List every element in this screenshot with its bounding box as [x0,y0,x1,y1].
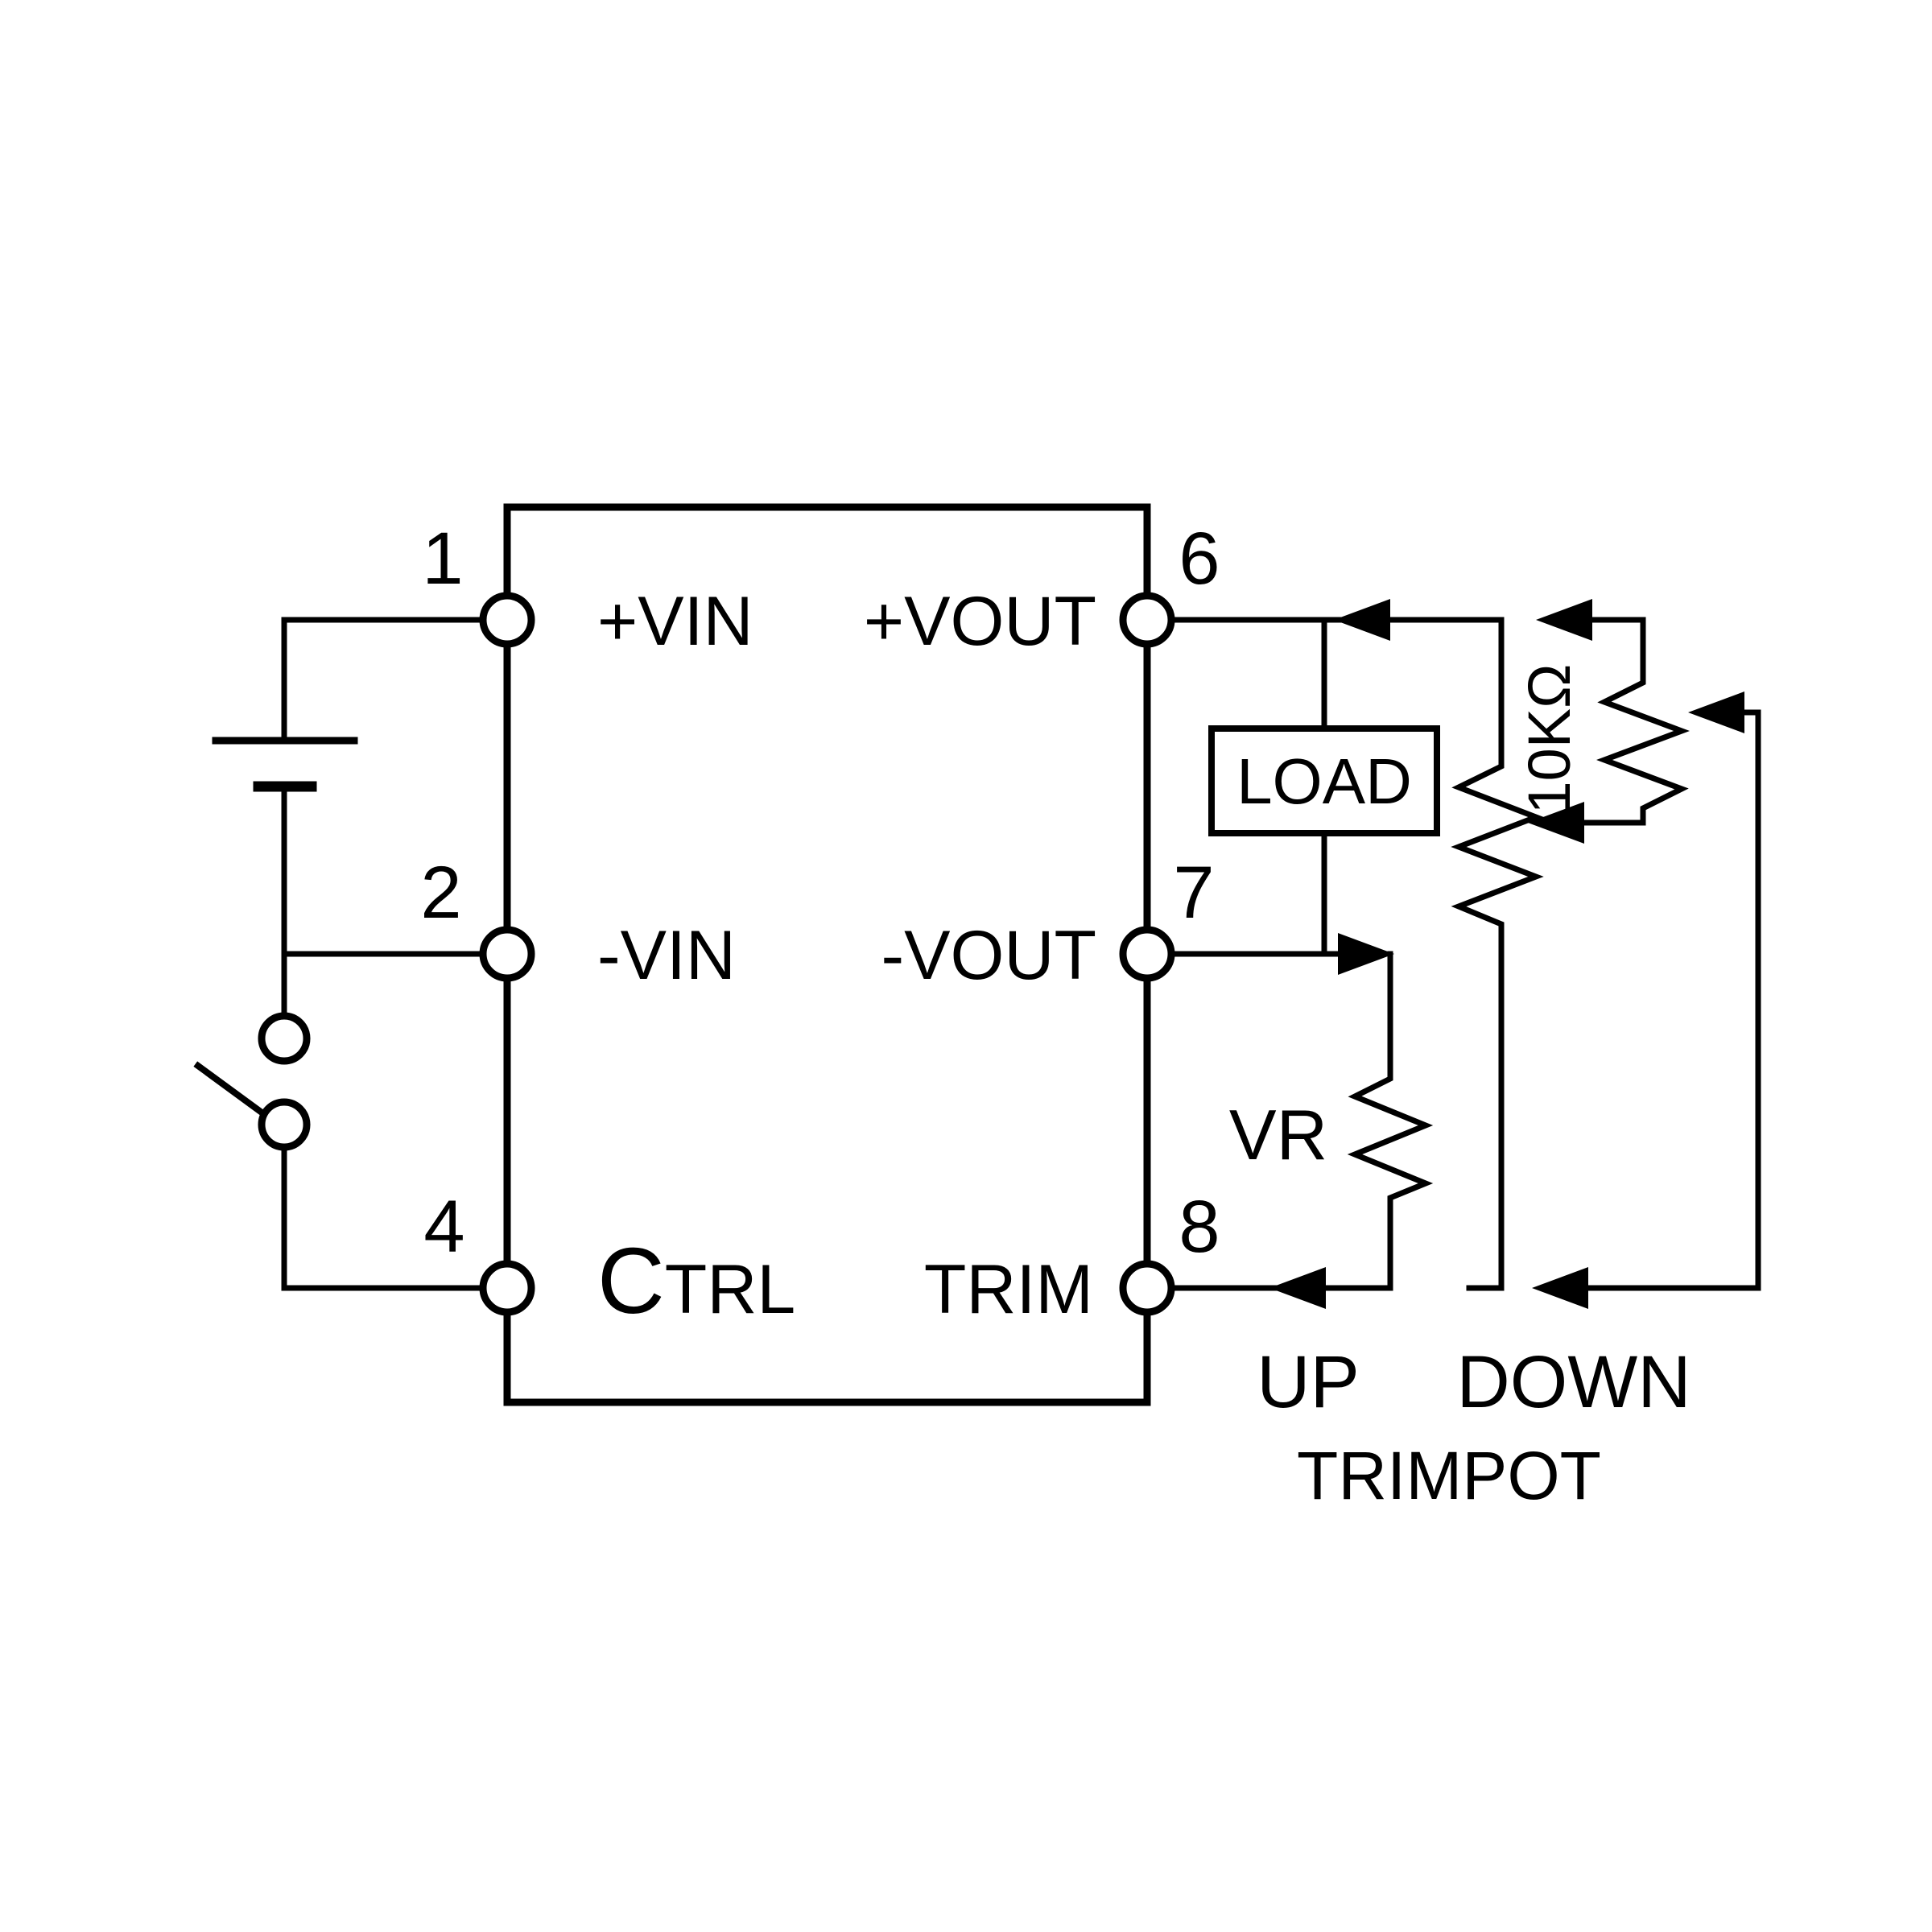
trimpot-label: TRIMPOT [1297,1438,1601,1513]
wire-pin1-to-battery [281,617,510,744]
trimpot-element-2 [1581,617,1690,826]
pin-1-terminal [479,592,535,648]
pin-4-terminal [479,1260,535,1316]
right-arrow-vr-top-icon [1338,933,1394,975]
pin-6-number: 6 [1179,518,1220,600]
left-arrow-pot2-top-icon [1536,599,1592,641]
left-arrow-trim-wire-icon [1269,1267,1326,1309]
terminals [258,592,1175,1316]
labels: 1 2 4 6 7 8 +VIN -VIN CTRL +VOUT -VOUT T… [420,518,1690,1513]
pin-4-number: 4 [423,1186,464,1268]
up-label: UP [1257,1341,1360,1423]
pin-2-terminal [479,926,535,982]
pin-8-name: TRIM [924,1251,1093,1328]
trimpot-resistance-label: 10KΩ [1516,664,1583,815]
connection-arrows [1269,599,1744,1309]
down-label: DOWN [1456,1341,1690,1423]
pin-8-number: 8 [1179,1186,1220,1268]
left-arrow-pot1-wiper-icon [1528,802,1584,844]
pin-4-name-first-letter: C [597,1228,665,1333]
left-arrow-down-return-icon [1532,1267,1588,1309]
vr-label: VR [1229,1095,1327,1174]
pin-6-name: +VOUT [864,583,1096,660]
switch-lever [193,1061,272,1121]
pin-7-name: -VOUT [881,917,1096,994]
pin-8-terminal [1119,1260,1175,1316]
switch-top-terminal [258,1012,311,1065]
pin-2-name: -VIN [597,917,736,994]
pin-6-terminal [1119,592,1175,648]
pin-1-name: +VIN [597,583,753,660]
vr-resistor [1347,951,1434,1291]
left-arrow-pot2-wiper-icon [1688,691,1744,733]
pin-1-number: 1 [422,518,463,600]
load-label: LOAD [1236,745,1412,817]
pin-4-name: CTRL [597,1228,795,1333]
pin-7-number: 7 [1173,852,1214,934]
pin-7-terminal [1119,926,1175,982]
trimpot-wiper-return-wire [1585,709,1761,1291]
switch-bottom-terminal [258,1098,311,1151]
pin-2-number: 2 [420,852,461,934]
pin-4-name-rest: TRL [665,1251,795,1328]
trimpot-element-1 [1451,617,1544,1291]
left-arrow-vout-wire-icon [1334,599,1390,641]
